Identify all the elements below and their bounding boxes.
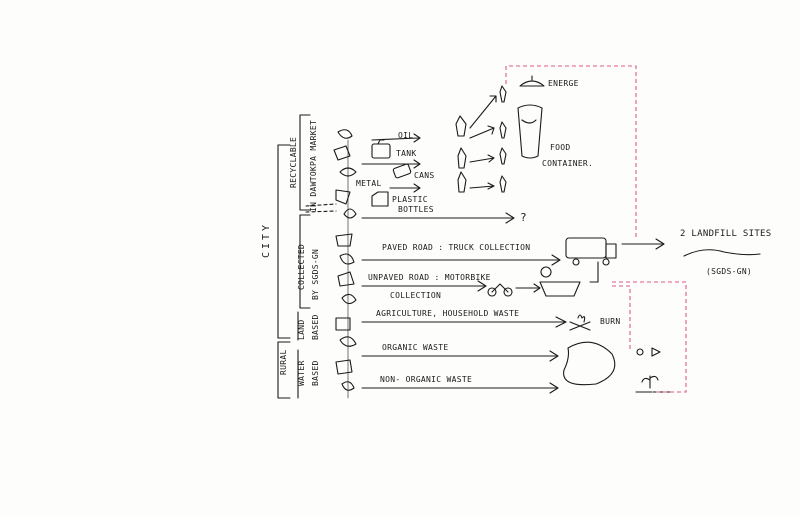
rural-bracket <box>277 341 291 399</box>
by-sgds-label: BY SGDS-GN <box>311 248 320 300</box>
oil-label: OIL <box>398 131 414 140</box>
oil-tank-icon <box>371 139 391 159</box>
land-based-label: BASED <box>311 314 320 340</box>
energe-label: ENERGE <box>548 79 579 88</box>
city-label: CITY <box>261 221 272 258</box>
flow-arrows <box>361 133 665 394</box>
energe-icon <box>519 75 545 87</box>
water-pond-icon <box>563 341 616 386</box>
city-bracket <box>277 144 291 339</box>
landfill-icon <box>683 249 761 257</box>
recyclable-bracket <box>299 114 311 211</box>
collection-bin-icon <box>539 266 581 297</box>
dashed-return-paths <box>505 65 687 393</box>
collection-label: COLLECTION <box>390 291 442 300</box>
metal-label: METAL <box>356 179 382 188</box>
paved-road-label: PAVED ROAD : TRUCK COLLECTION <box>382 243 531 252</box>
plastic-label: PLASTIC <box>392 195 428 204</box>
bottles-label: BOTTLES <box>398 205 434 214</box>
market-label: IN DAWTOKPA MARKET <box>309 119 318 212</box>
landfill-sites-label: 2 LANDFILL SITES <box>680 229 772 239</box>
water-label: WATER <box>297 360 306 386</box>
non-organic-waste-label: NON- ORGANIC WASTE <box>380 375 473 384</box>
waste-pile <box>333 129 357 399</box>
plastic-bottle-icon <box>371 191 389 207</box>
cans-label: CANS <box>414 171 435 180</box>
unknown-question: ? <box>520 211 527 224</box>
container-label: CONTAINER. <box>542 159 594 168</box>
collected-bracket <box>299 214 311 309</box>
organic-outlet-icon <box>636 347 661 357</box>
land-label: LAND <box>297 319 306 340</box>
organic-waste-label: ORGANIC WASTE <box>382 343 449 352</box>
food-label: FOOD <box>550 143 571 152</box>
recycle-arrows <box>455 85 507 193</box>
agriculture-label: AGRICULTURE, HOUSEHOLD WASTE <box>376 309 520 318</box>
food-container-icon <box>517 104 543 159</box>
plant-icon <box>635 375 673 393</box>
burn-label: BURN <box>600 317 621 326</box>
collected-label: COLLECTED <box>297 243 306 290</box>
motorbike-icon <box>487 283 513 297</box>
metal-can-icon <box>392 163 412 179</box>
rural-label: RURAL <box>279 349 288 375</box>
water-based-label: BASED <box>311 360 320 386</box>
landfill-sub-label: (SGDS-GN) <box>706 267 753 276</box>
fire-icon <box>569 314 591 331</box>
unpaved-road-label: UNPAVED ROAD : MOTORBIKE <box>368 273 491 282</box>
truck-icon <box>565 237 617 266</box>
tank-label: TANK <box>396 149 417 158</box>
recyclable-label: RECYCLABLE <box>289 136 298 188</box>
dashed-link <box>305 203 337 213</box>
